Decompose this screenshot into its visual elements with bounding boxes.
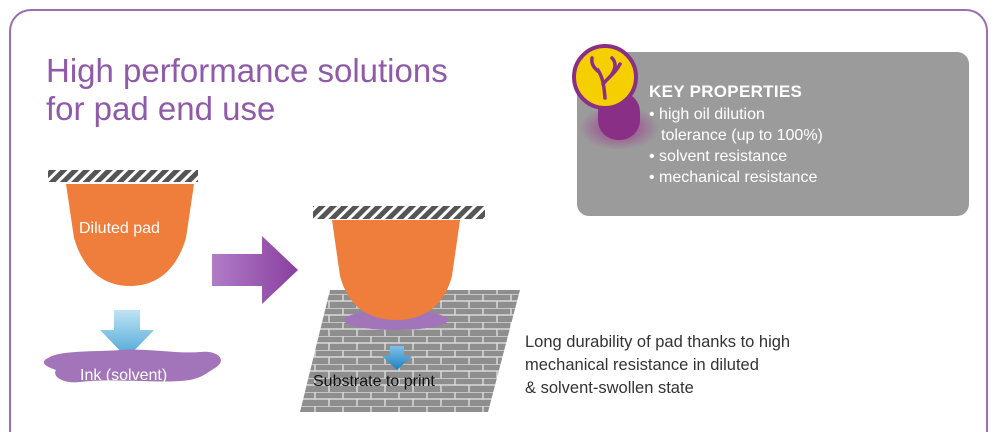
pad-holder-right [313,206,485,219]
key-properties-list: • high oil dilution tolerance (up to 100… [649,104,823,188]
description-line-3: & solvent-swollen state [525,379,694,397]
process-arrow [212,236,298,304]
durability-description: Long durability of pad thanks to high me… [525,331,885,400]
title-line-1: High performance solutions [46,52,448,89]
down-arrow-left [100,310,154,358]
down-arrow-right [382,346,412,370]
leaf-plant-icon [572,44,659,150]
diluted-pad-shape [66,184,194,286]
description-line-2: mechanical resistance in diluted [525,356,759,374]
key-properties-heading: KEY PROPERTIES [649,82,803,101]
diluted-pad-label: Diluted pad [79,220,160,237]
content-frame [9,9,988,432]
ink-puddle [43,349,221,383]
page-title: High performance solutions for pad end u… [46,52,448,128]
key-property-item: • solvent resistance [649,148,788,165]
key-property-item: • high oil dilution [649,106,765,123]
description-line-1: Long durability of pad thanks to high [525,333,791,351]
key-property-item: • mechanical resistance [649,169,818,186]
key-property-item: tolerance (up to 100%) [661,127,823,144]
ink-label: Ink (solvent) [80,367,168,384]
substrate-label: Substrate to print [313,373,435,390]
title-line-2: for pad end use [46,90,276,127]
pad-holder-left [48,170,198,182]
pressed-pad-shape [332,220,460,320]
